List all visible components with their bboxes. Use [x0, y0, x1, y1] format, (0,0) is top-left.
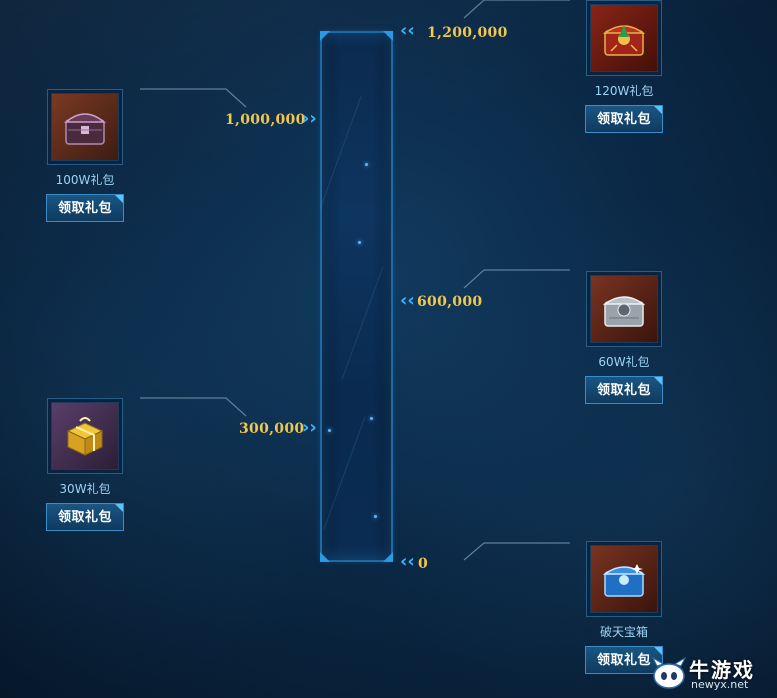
reward-frame — [586, 271, 662, 347]
bar-sparkle — [374, 515, 377, 518]
reward-thumb — [51, 402, 119, 470]
reward-frame — [47, 398, 123, 474]
bar-corner — [320, 31, 330, 41]
reward-thumb — [590, 545, 658, 613]
connector-line — [463, 0, 570, 19]
reward-thumb — [51, 93, 119, 161]
reward-frame — [586, 541, 662, 617]
watermark-title: 牛游戏 — [689, 658, 755, 682]
claim-button-60w[interactable]: 领取礼包 — [585, 376, 663, 404]
reward-thumb — [590, 4, 658, 72]
gold-giftbox-icon — [66, 417, 104, 456]
reward-name: 30W礼包 — [59, 482, 111, 496]
connector-line — [140, 397, 247, 417]
bar-corner — [320, 552, 330, 562]
reward-30w: 30W礼包 领取礼包 — [45, 398, 125, 531]
purple-chest-icon — [63, 113, 107, 145]
reward-120w: 120W礼包 领取礼包 — [584, 0, 664, 133]
chevron-left-icon: ‹‹ — [400, 20, 415, 41]
mascot-logo-icon — [651, 656, 687, 689]
reward-name: 破天宝箱 — [599, 625, 648, 639]
site-watermark: 牛游戏 newyx.net — [651, 652, 771, 694]
bar-texture — [319, 96, 362, 210]
progress-bar — [319, 31, 393, 562]
claim-button-120w[interactable]: 领取礼包 — [585, 105, 663, 133]
milestone-label: 1,200,000 — [427, 25, 508, 41]
reward-name: 100W礼包 — [55, 173, 115, 187]
reward-thumb — [590, 275, 658, 343]
milestone-label: 0 — [418, 556, 429, 572]
silver-chest-icon — [602, 296, 646, 327]
reward-name: 120W礼包 — [594, 84, 654, 98]
watermark-url: newyx.net — [691, 678, 749, 691]
reward-potian-chest: 破天宝箱 领取礼包 — [584, 541, 664, 674]
reward-100w: 100W礼包 领取礼包 — [45, 89, 125, 222]
connector-line — [463, 542, 570, 561]
bar-sparkle — [370, 417, 373, 420]
chevron-right-icon: ›› — [302, 108, 317, 129]
claim-button-30w[interactable]: 领取礼包 — [46, 503, 124, 531]
milestone-label: 300,000 — [239, 421, 305, 437]
chevron-left-icon: ‹‹ — [400, 290, 415, 311]
chevron-left-icon: ‹‹ — [400, 551, 415, 572]
bar-sparkle — [328, 429, 331, 432]
reward-name: 60W礼包 — [598, 355, 650, 369]
reward-frame — [47, 89, 123, 165]
claim-button-100w[interactable]: 领取礼包 — [46, 194, 124, 222]
connector-line — [463, 269, 570, 289]
milestone-label: 600,000 — [417, 294, 483, 310]
bar-sparkle — [358, 241, 361, 244]
reward-60w: 60W礼包 领取礼包 — [584, 271, 664, 404]
bar-texture — [323, 416, 366, 530]
chevron-right-icon: ›› — [302, 417, 317, 438]
connector-line — [140, 88, 247, 108]
bar-texture — [341, 266, 384, 380]
bar-corner — [383, 552, 393, 562]
blue-chest-icon — [602, 564, 646, 597]
bar-sparkle — [365, 163, 368, 166]
claim-button-potian[interactable]: 领取礼包 — [585, 646, 663, 674]
bar-corner — [383, 31, 393, 41]
red-chest-icon — [602, 25, 646, 56]
milestone-label: 1,000,000 — [225, 112, 306, 128]
reward-frame — [586, 0, 662, 76]
